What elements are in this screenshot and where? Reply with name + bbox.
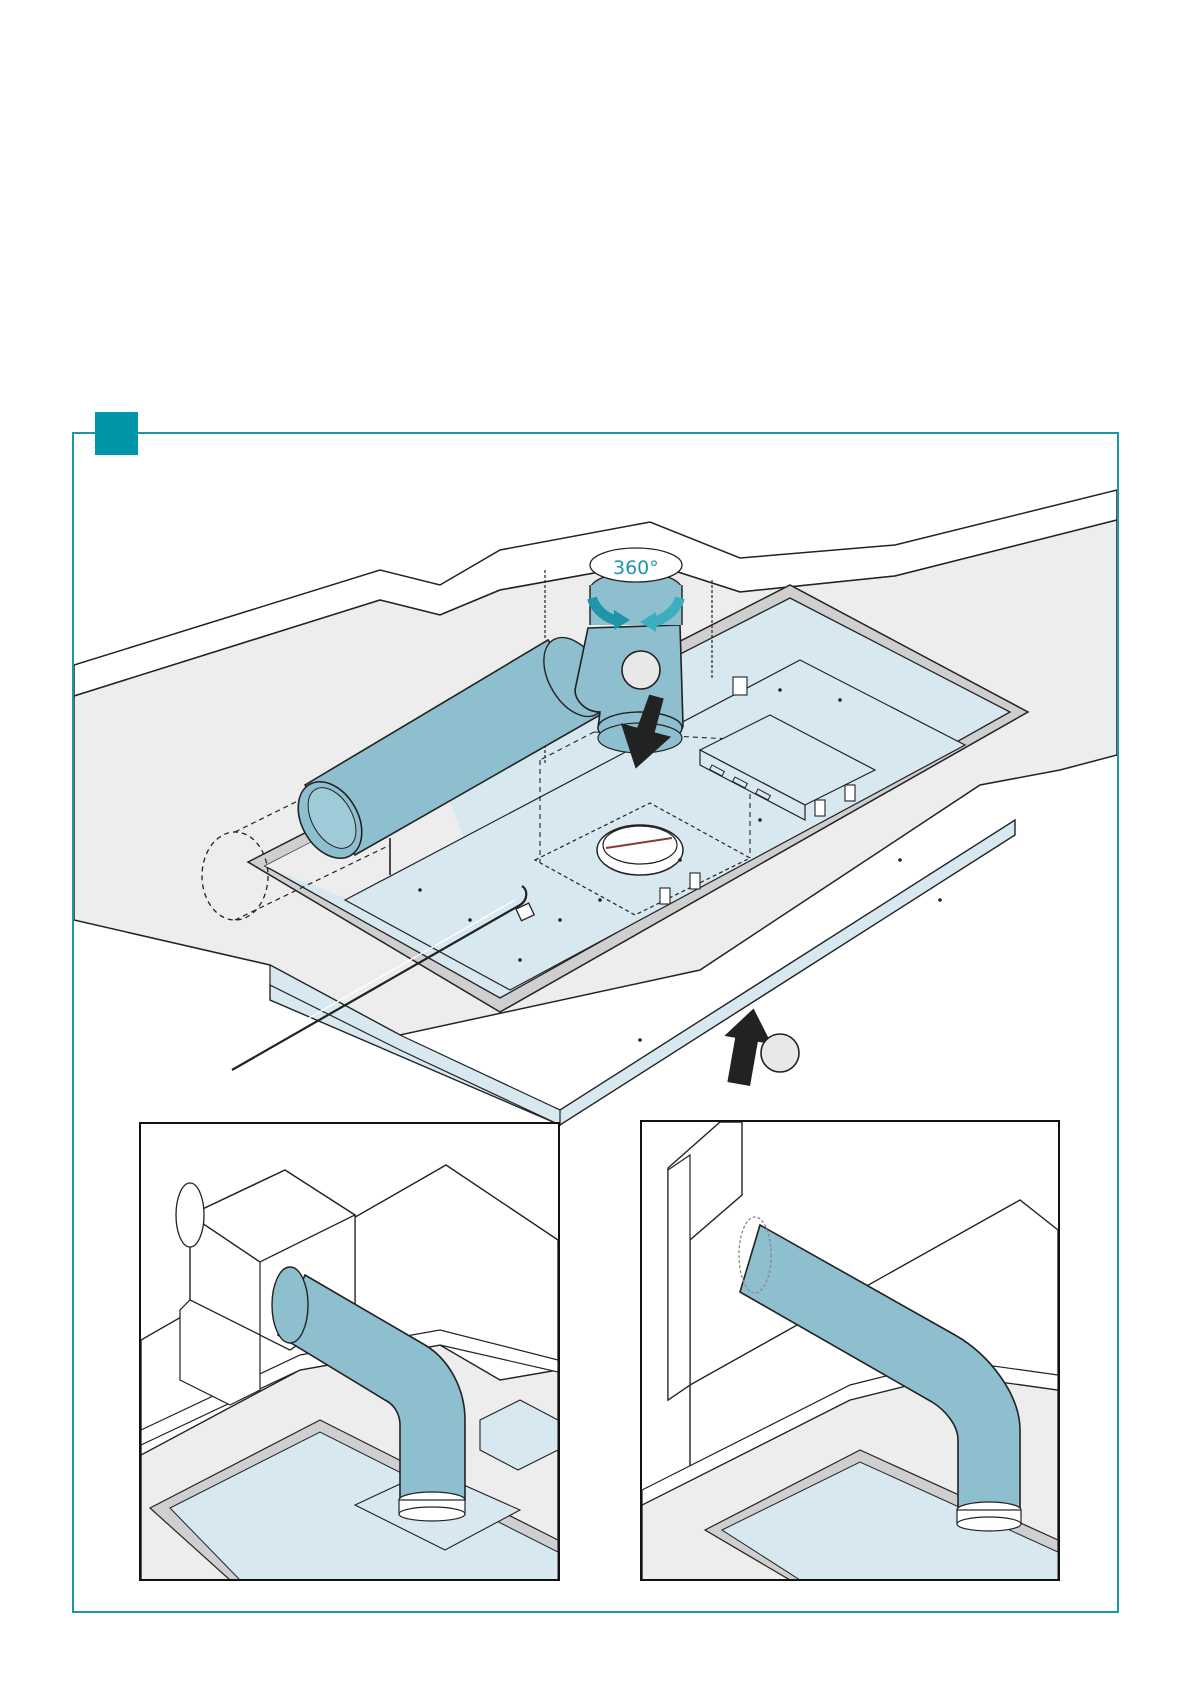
callout-bottom [761,1034,799,1072]
detail-right [641,1121,1059,1580]
rotation-label: 360° [613,557,659,579]
callout-top [622,651,660,689]
main-diagram: 360° [74,490,1117,1125]
detail-left [140,1123,559,1580]
